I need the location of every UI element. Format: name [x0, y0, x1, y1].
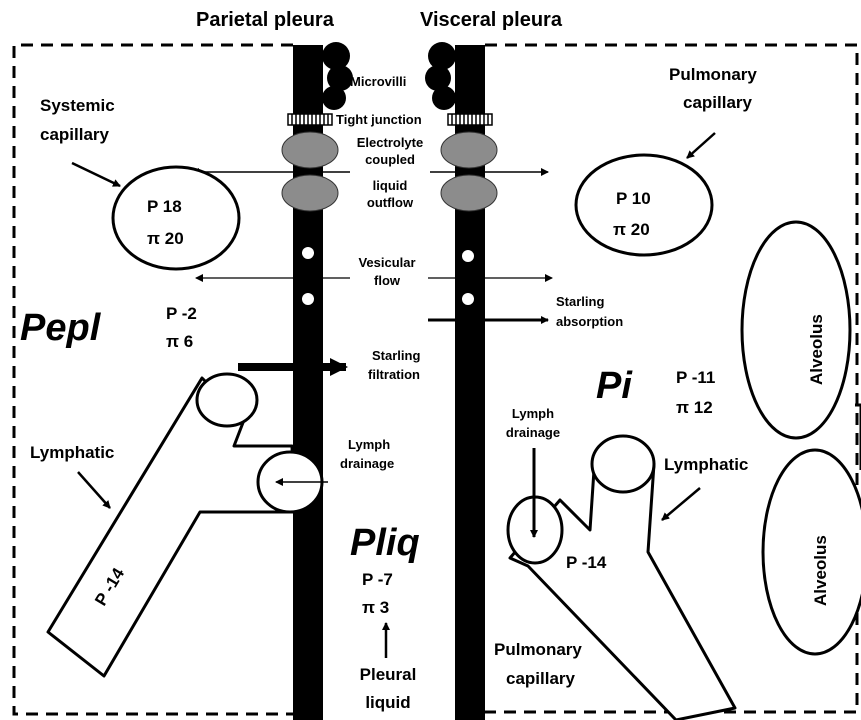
parietal-tight-junction [288, 114, 332, 125]
pepl-title: Pepl [20, 307, 102, 349]
pliq-pressure: P -7 [362, 570, 393, 589]
pi-title: Pi [596, 365, 633, 407]
svg-text:Starling: Starling [372, 348, 420, 363]
svg-text:Pulmonary: Pulmonary [669, 65, 757, 84]
svg-text:Pleural: Pleural [360, 665, 417, 684]
svg-text:Systemic: Systemic [40, 96, 115, 115]
parietal-microvilli [322, 42, 353, 110]
svg-text:capillary: capillary [40, 125, 110, 144]
visceral-channel-lower [441, 175, 497, 211]
pleural-liquid-label: Pleural liquid [360, 665, 417, 712]
pliq-title: Pliq [350, 522, 420, 564]
pepl-oncotic: π 6 [166, 332, 193, 351]
right-lymphatic-label: Lymphatic [664, 455, 748, 474]
svg-text:Lymph: Lymph [512, 406, 554, 421]
pulmonary-capillary-oncotic: π 20 [613, 220, 650, 239]
systemic-capillary-label: Systemic capillary [40, 96, 115, 144]
svg-text:Electrolyte: Electrolyte [357, 135, 423, 150]
starling-filtration-label: Starling filtration [368, 348, 420, 382]
systemic-capillary-pointer [72, 163, 120, 186]
svg-text:Pulmonary: Pulmonary [494, 640, 582, 659]
pulmonary-capillary-label-bottom: Pulmonary capillary [494, 640, 582, 688]
svg-text:liquid: liquid [373, 178, 408, 193]
alveolus-upper-label: Alveolus [807, 314, 826, 385]
svg-text:outflow: outflow [367, 195, 414, 210]
svg-text:capillary: capillary [506, 669, 576, 688]
visceral-vesicle-lower [462, 293, 474, 305]
visceral-tight-junction [448, 114, 492, 125]
pulmonary-capillary-label-top: Pulmonary capillary [669, 65, 757, 112]
pulmonary-capillary-pointer [687, 133, 715, 158]
parietal-channel-upper [282, 132, 338, 168]
svg-text:Vesicular: Vesicular [358, 255, 415, 270]
electrolyte-coupled-outflow-label: Electrolyte coupled liquid outflow [357, 135, 423, 210]
pulmonary-capillary-pressure: P 10 [616, 189, 651, 208]
visceral-vesicle-upper [462, 250, 474, 262]
svg-text:flow: flow [374, 273, 401, 288]
visceral-channel-upper [441, 132, 497, 168]
parietal-vesicle-lower [302, 293, 314, 305]
parietal-vesicle-upper [302, 247, 314, 259]
alveolus-lower-label: Alveolus [811, 535, 830, 606]
right-lymphatic-pointer [662, 488, 700, 520]
pi-oncotic: π 12 [676, 398, 713, 417]
svg-text:capillary: capillary [683, 93, 753, 112]
svg-text:Lymph: Lymph [348, 437, 390, 452]
svg-text:drainage: drainage [506, 425, 560, 440]
tight-junction-label: Tight junction [336, 112, 422, 127]
parietal-channel-lower [282, 175, 338, 211]
pliq-oncotic: π 3 [362, 598, 389, 617]
svg-text:drainage: drainage [340, 456, 394, 471]
parietal-dashed-boundary [14, 45, 293, 714]
systemic-capillary-pressure: P 18 [147, 197, 182, 216]
starling-absorption-label: Starling absorption [556, 294, 623, 329]
vesicular-flow-label: Vesicular flow [358, 255, 415, 288]
parietal-pleura-header: Parietal pleura [196, 9, 335, 31]
right-lymphatic-pressure: P -14 [566, 553, 607, 572]
systemic-capillary-oncotic: π 20 [147, 229, 184, 248]
visceral-microvilli [425, 42, 456, 110]
microvilli-label: Microvilli [350, 74, 406, 89]
left-lymphatic-vessel [48, 374, 322, 676]
right-lymph-drainage-label: Lymph drainage [506, 406, 560, 440]
svg-text:liquid: liquid [365, 693, 410, 712]
alveolus-upper [742, 222, 850, 438]
pi-pressure: P -11 [676, 368, 715, 387]
svg-text:filtration: filtration [368, 367, 420, 382]
svg-text:absorption: absorption [556, 314, 623, 329]
svg-text:coupled: coupled [365, 152, 415, 167]
svg-text:Starling: Starling [556, 294, 604, 309]
systemic-capillary [113, 167, 239, 269]
center-lymph-drainage-label: Lymph drainage [340, 437, 394, 471]
visceral-pleura-header: Visceral pleura [420, 9, 563, 31]
left-lymphatic-label: Lymphatic [30, 443, 114, 462]
left-lymphatic-pointer [78, 472, 110, 508]
pepl-pressure: P -2 [166, 304, 197, 323]
